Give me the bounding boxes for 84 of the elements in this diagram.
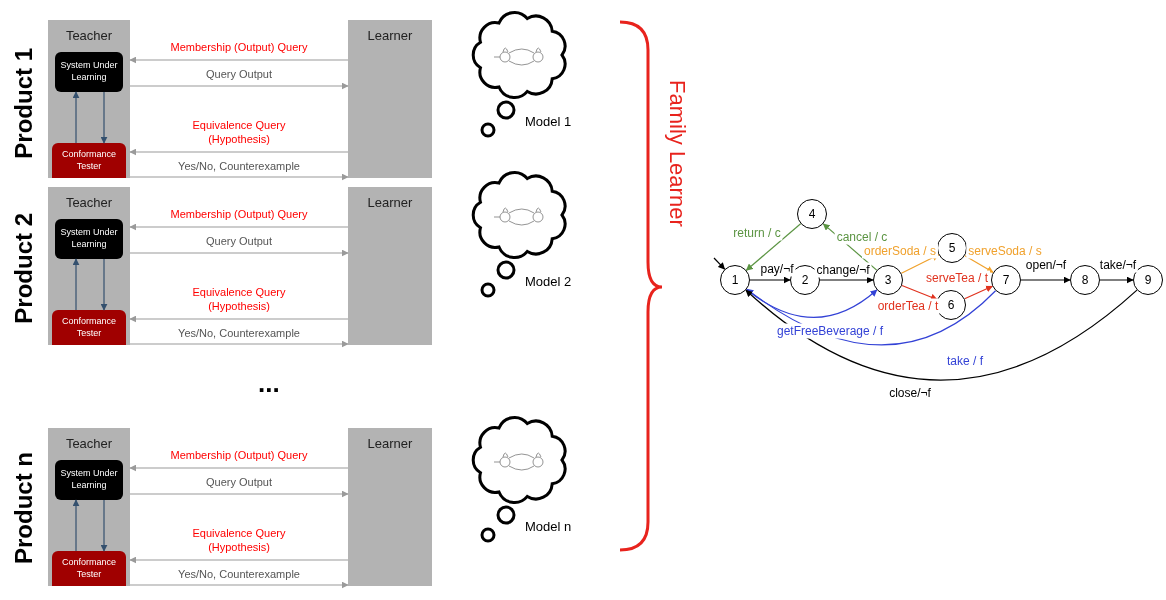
edge-label: take/¬f [1097, 257, 1139, 273]
learner-panel [348, 428, 432, 586]
product-label: Product 2 [10, 213, 38, 324]
tester-box: Conformance Tester [52, 551, 126, 586]
panel-title: Learner [366, 195, 414, 210]
arrow [129, 581, 349, 589]
edge-label: getFreeBeverage / f [774, 323, 886, 339]
arrow [129, 148, 349, 156]
model-label: Model 1 [525, 114, 572, 129]
arrow [72, 91, 80, 144]
arrow [129, 173, 349, 181]
state-circle: 9 [1133, 265, 1163, 295]
teacher-panel [48, 187, 130, 345]
model-label: Model 2 [525, 274, 572, 289]
learner-panel [348, 20, 432, 178]
state-circle: 4 [797, 199, 827, 229]
arrow [100, 258, 108, 311]
tester-box: Conformance Tester [52, 310, 126, 345]
edge-label: pay/¬f [758, 261, 796, 277]
arrow [745, 223, 802, 271]
model-label: Model n [525, 519, 572, 534]
edge-label: open/¬f [1023, 257, 1069, 273]
edge-label: orderSoda / s [862, 243, 938, 259]
arrow [129, 315, 349, 323]
arrow [964, 285, 993, 300]
arrow [1099, 276, 1134, 284]
arrow [749, 276, 791, 284]
panel-title: Teacher [64, 195, 114, 210]
arrow [713, 257, 726, 270]
product-label: Product n [10, 452, 38, 564]
edge-label: Yes/No, Counterexample [176, 327, 302, 341]
arrow [745, 289, 1138, 381]
edge-label: Query Output [204, 235, 274, 249]
edge-label: cancel / c [834, 229, 890, 245]
arrow [129, 56, 349, 64]
arrow [129, 556, 349, 564]
ellipsis-label: ... [258, 368, 280, 399]
edge-label: orderTea / t [875, 298, 941, 314]
edge-label: Yes/No, Counterexample [176, 568, 302, 582]
edge-label: Query Output [204, 68, 274, 82]
group-label: Family Learner [664, 80, 690, 227]
state-circle: 3 [873, 265, 903, 295]
learner-panel [348, 187, 432, 345]
arrow [129, 82, 349, 90]
panel-title: Learner [366, 28, 414, 43]
edge-label: Query Output [204, 476, 274, 490]
arrow [129, 223, 349, 231]
thought-cloud [470, 415, 570, 505]
arrow [72, 499, 80, 552]
arrow [1020, 276, 1071, 284]
arrow [901, 284, 938, 301]
system-box: System Under Learning [55, 219, 123, 259]
tester-box: Conformance Tester [52, 143, 126, 178]
panel-title: Teacher [64, 28, 114, 43]
arrow [100, 499, 108, 552]
arrow [72, 258, 80, 311]
panel-title: Teacher [64, 436, 114, 451]
edge-label: return / c [731, 225, 783, 241]
teacher-panel [48, 20, 130, 178]
edge-label: Membership (Output) Query [168, 208, 310, 222]
panel-title: Learner [366, 436, 414, 451]
edge-label: change/¬f [814, 262, 872, 278]
system-box: System Under Learning [55, 460, 123, 500]
arrow [129, 490, 349, 498]
state-circle: 1 [720, 265, 750, 295]
edge-label: Membership (Output) Query [168, 41, 310, 55]
teacher-panel [48, 428, 130, 586]
arrow [129, 249, 349, 257]
state-circle: 7 [991, 265, 1021, 295]
system-box: System Under Learning [55, 52, 123, 92]
product-label: Product 1 [10, 48, 38, 159]
arrow [964, 255, 994, 273]
arrow [819, 276, 874, 284]
edge-label: Membership (Output) Query [168, 449, 310, 463]
state-circle: 8 [1070, 265, 1100, 295]
thought-cloud [470, 170, 570, 260]
state-circle: 5 [937, 233, 967, 263]
thought-cloud [470, 10, 570, 100]
edge-label: serveSoda / s [966, 243, 1044, 259]
arrow [100, 91, 108, 144]
arrow [129, 340, 349, 348]
arrow [129, 464, 349, 472]
edge-label: serveTea / t [924, 270, 990, 286]
edge-label: Yes/No, Counterexample [176, 160, 302, 174]
